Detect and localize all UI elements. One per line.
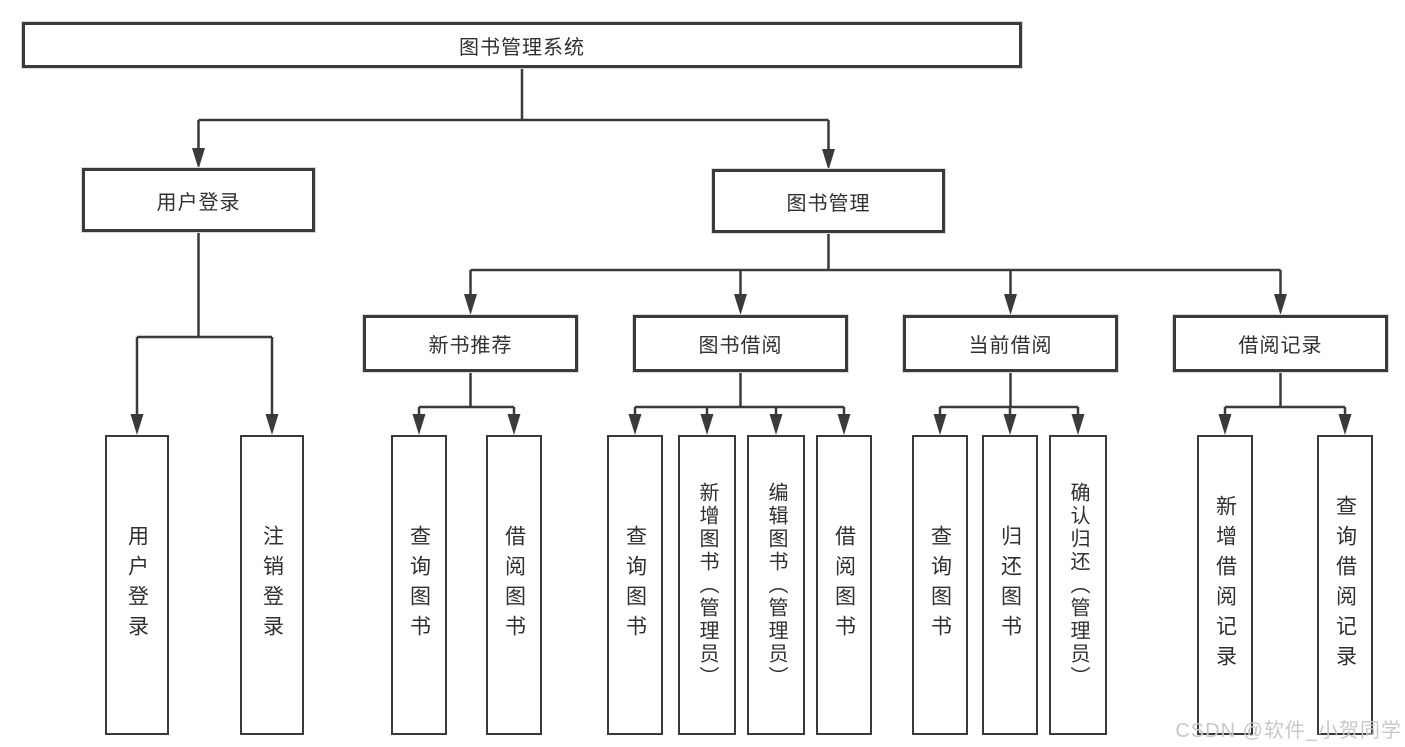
leaf-label: 确认归还（管理员） bbox=[1067, 481, 1089, 689]
node-label: 新书推荐 bbox=[428, 335, 513, 357]
leaf-label: 查询借阅记录 bbox=[1333, 495, 1357, 675]
leaf-label: 用户登录 bbox=[125, 525, 149, 645]
leaf-confirm-return-admin: 确认归还（管理员） bbox=[1049, 435, 1107, 735]
leaf-label: 查询图书 bbox=[928, 525, 952, 645]
node-book-management: 图书管理 bbox=[712, 169, 945, 233]
node-book-borrowing: 图书借阅 bbox=[633, 315, 848, 372]
node-label: 当前借阅 bbox=[968, 335, 1053, 357]
leaf-label: 查询图书 bbox=[623, 525, 647, 645]
node-label: 用户登录 bbox=[156, 191, 241, 214]
leaf-label: 新增借阅记录 bbox=[1213, 495, 1237, 675]
node-label: 借阅记录 bbox=[1238, 335, 1323, 357]
leaf-return-books: 归还图书 bbox=[982, 435, 1038, 735]
leaf-edit-books-admin: 编辑图书（管理员） bbox=[747, 435, 805, 735]
node-label: 图书借阅 bbox=[698, 335, 783, 357]
leaf-query-borrow-record: 查询借阅记录 bbox=[1317, 435, 1373, 735]
node-new-book-recommend: 新书推荐 bbox=[363, 315, 578, 372]
node-label: 图书管理系统 bbox=[459, 36, 585, 59]
leaf-label: 归还图书 bbox=[998, 525, 1022, 645]
node-library-management-system: 图书管理系统 bbox=[22, 22, 1022, 68]
leaf-query-books-current: 查询图书 bbox=[912, 435, 968, 735]
leaf-label: 编辑图书（管理员） bbox=[765, 481, 787, 689]
leaf-add-borrow-record: 新增借阅记录 bbox=[1197, 435, 1253, 735]
leaf-borrow-books-recommend: 借阅图书 bbox=[486, 435, 542, 735]
leaf-label: 借阅图书 bbox=[502, 525, 526, 645]
leaf-label: 新增图书（管理员） bbox=[696, 481, 718, 689]
leaf-add-books-admin: 新增图书（管理员） bbox=[678, 435, 736, 735]
leaf-label: 注销登录 bbox=[260, 525, 284, 645]
node-label: 图书管理 bbox=[786, 192, 871, 215]
leaf-logout-login: 注销登录 bbox=[240, 435, 304, 735]
leaf-query-books-recommend: 查询图书 bbox=[391, 435, 447, 735]
leaf-label: 查询图书 bbox=[407, 525, 431, 645]
node-current-borrowing: 当前借阅 bbox=[903, 315, 1118, 372]
node-user-login: 用户登录 bbox=[82, 168, 315, 232]
node-borrowing-records: 借阅记录 bbox=[1173, 315, 1388, 372]
leaf-label: 借阅图书 bbox=[832, 525, 856, 645]
leaf-user-login: 用户登录 bbox=[105, 435, 169, 735]
csdn-watermark: CSDN @软件_小贺同学 bbox=[1175, 720, 1402, 742]
leaf-borrow-books-borrowing: 借阅图书 bbox=[816, 435, 872, 735]
leaf-query-books-borrowing: 查询图书 bbox=[607, 435, 663, 735]
